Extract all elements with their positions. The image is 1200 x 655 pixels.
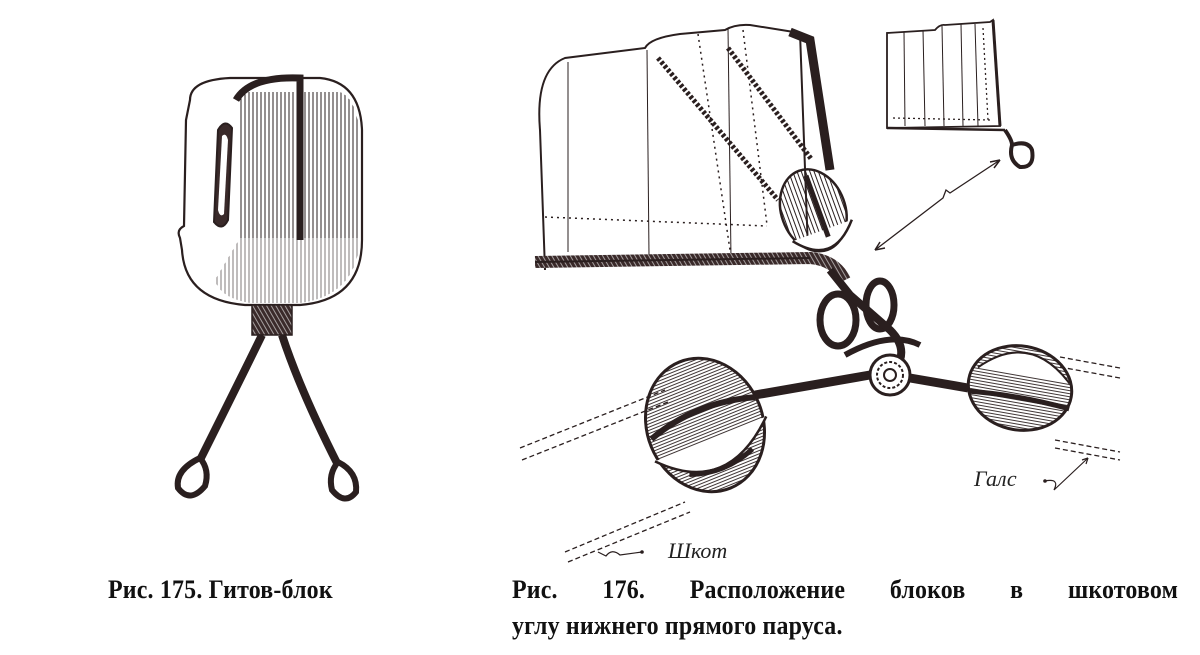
sheet-pointer-arrow — [597, 551, 643, 557]
inset-sail-corner-drawing — [874, 18, 1035, 251]
sail-panel — [538, 23, 809, 271]
inset-pointer-arrow — [874, 159, 1001, 251]
sail-clew-blocks-drawing — [519, 23, 1121, 563]
sheet-label: Шкот — [668, 538, 728, 563]
tack-label: Галс — [974, 466, 1017, 491]
gitov-block-drawing — [174, 74, 364, 502]
strop-rope — [232, 74, 304, 240]
figure-176-caption-line-1: Рис. 176. Расположение блоков в шкотовом — [512, 575, 1179, 604]
figure-176-caption-line-2: углу нижнего прямого паруса. — [512, 611, 843, 640]
eye-loop-right — [327, 458, 360, 502]
tack-block — [966, 344, 1074, 432]
figure-176-caption: Рис. 176. Расположение блоков в шкотовом… — [512, 572, 1178, 644]
tack-pointer-arrow — [1044, 457, 1089, 491]
sheet-block — [643, 356, 768, 494]
inset-eye-loop — [1003, 128, 1035, 170]
figure-175-caption: Рис. 175. Гитов-блок — [108, 575, 333, 604]
eye-loop-left — [174, 454, 210, 499]
